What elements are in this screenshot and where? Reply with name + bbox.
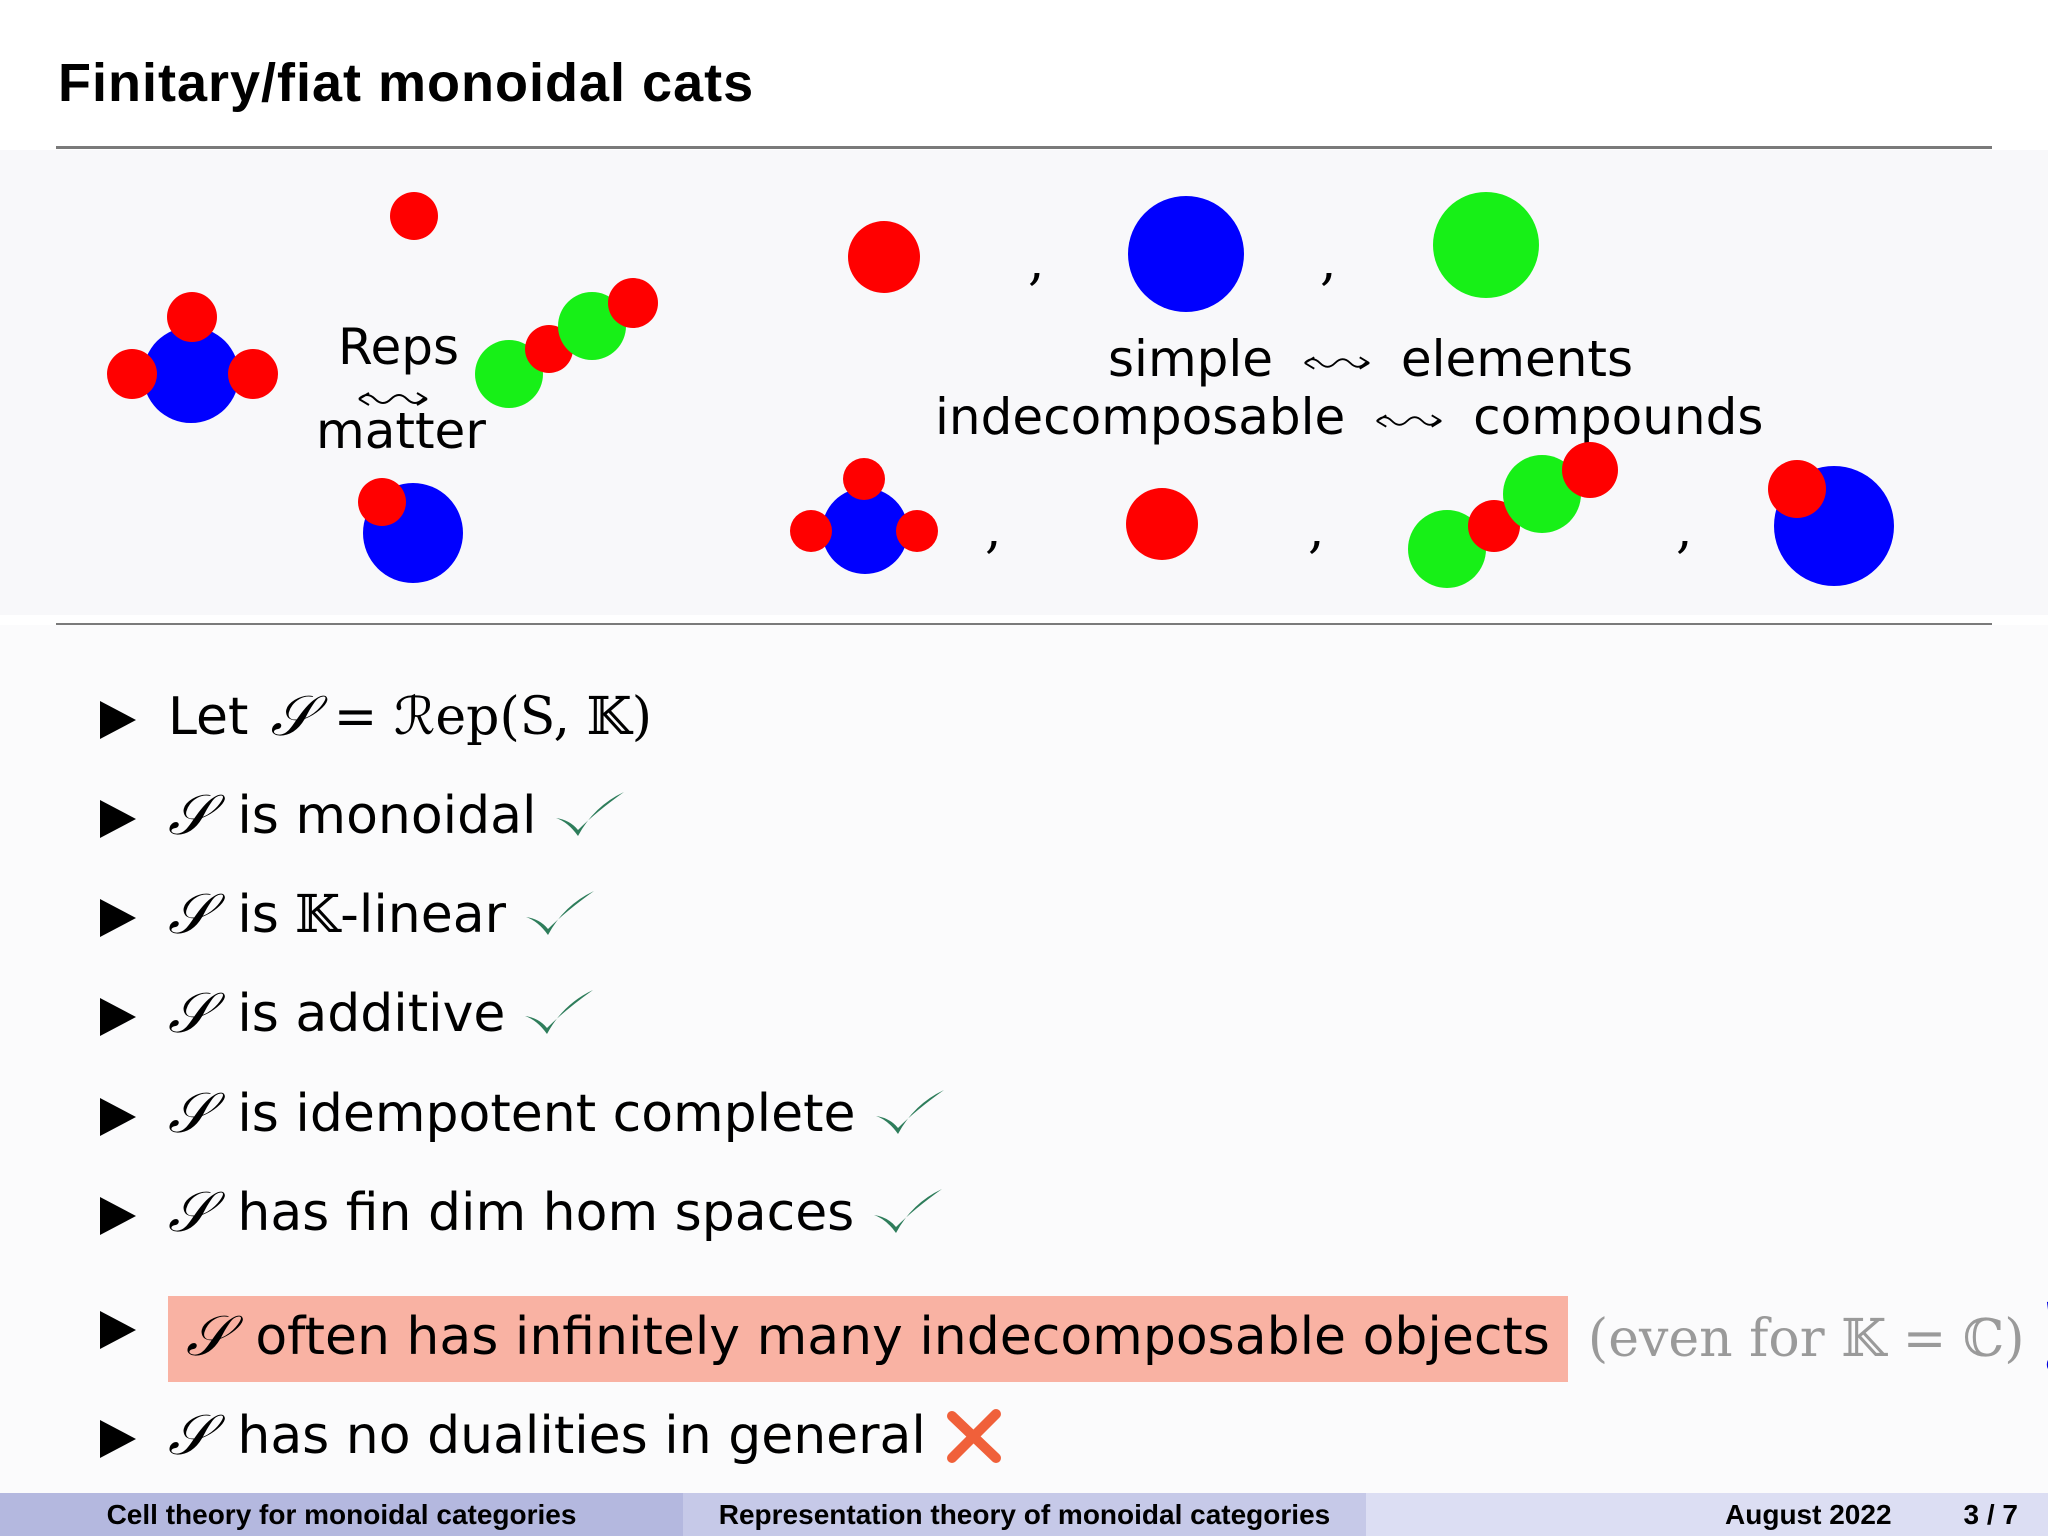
category-symbol: 𝒮 <box>168 882 212 947</box>
squiggle-arrow-icon <box>1376 414 1442 427</box>
category-symbol: 𝒮 <box>168 1403 212 1468</box>
indecomposable-text: indecomposable <box>935 388 1346 446</box>
matter-label: matter <box>316 402 486 460</box>
bullet-icon <box>100 998 136 1036</box>
category-symbol: 𝒮 <box>168 783 212 848</box>
top-rule <box>56 146 1992 149</box>
red-atom <box>848 221 920 293</box>
red-atom <box>358 478 406 526</box>
check-icon <box>556 792 625 836</box>
bullet-idempotent: 𝒮 is idempotent complete <box>168 1081 946 1147</box>
bullet-hom-spaces: 𝒮 has fin dim hom spaces <box>168 1180 944 1246</box>
category-symbol: 𝒮 <box>270 684 314 749</box>
comma: , <box>1308 500 1325 560</box>
linear-text: -linear <box>340 885 506 945</box>
monoidal-text: is monoidal <box>237 786 537 846</box>
bullet-linear: 𝒮 is 𝕂 -linear <box>168 882 596 948</box>
bullet-icon <box>100 1197 136 1235</box>
footer-left: Cell theory for monoidal categories <box>0 1493 683 1536</box>
rep-formula: = ℛep(S, 𝕂) <box>333 687 653 747</box>
simple-label: simple elements <box>1108 330 1633 388</box>
red-atom <box>1768 460 1826 518</box>
footer-right: August 2022 3 / 7 <box>1366 1493 2048 1536</box>
red-atom <box>107 349 157 399</box>
elements-text: elements <box>1400 330 1634 388</box>
even-for-note: (even for 𝕂 = ℂ) <box>1587 1308 2025 1369</box>
bullet-additive: 𝒮 is additive <box>168 981 595 1047</box>
red-atom <box>390 192 438 240</box>
bottom-rule <box>56 623 1992 626</box>
red-atom <box>790 510 832 552</box>
category-symbol: 𝒮 <box>168 1180 212 1245</box>
cross-icon <box>946 1409 1001 1463</box>
slide-footer: Cell theory for monoidal categories Repr… <box>0 1493 2048 1536</box>
comma: , <box>1320 232 1337 292</box>
let-text: Let <box>168 687 249 747</box>
red-atom <box>843 458 885 500</box>
red-atom <box>608 278 658 328</box>
infinitely-many-text: often has infinitely many indecomposable… <box>255 1306 1550 1367</box>
comma: , <box>1676 500 1693 560</box>
blue-atom <box>1128 196 1244 312</box>
hom-spaces-text: has fin dim hom spaces <box>237 1183 855 1243</box>
bullet-no-dualities: 𝒮 has no dualities in general <box>168 1403 1002 1469</box>
blue-atom <box>143 327 239 423</box>
red-atom <box>896 510 938 552</box>
red-atom <box>167 292 217 342</box>
bullet-monoidal: 𝒮 is monoidal <box>168 783 626 849</box>
bullet-infinitely-many: 𝒮 often has infinitely many indecomposab… <box>168 1282 2048 1395</box>
bullet-icon <box>100 701 136 739</box>
bullet-icon <box>100 800 136 838</box>
page-number: 3 / 7 <box>1963 1498 2018 1530</box>
check-icon <box>875 1090 944 1134</box>
comma: , <box>985 500 1002 560</box>
check-icon <box>525 891 594 935</box>
bullet-let: Let 𝒮 = ℛep(S, 𝕂) <box>168 684 652 750</box>
bullet-icon <box>100 1311 136 1349</box>
red-atom <box>1562 442 1618 498</box>
check-icon <box>874 1189 943 1233</box>
red-atom <box>1126 488 1198 560</box>
bullet-icon <box>100 1420 136 1458</box>
highlight-box: 𝒮 often has infinitely many indecomposab… <box>168 1295 1568 1382</box>
red-atom <box>228 349 278 399</box>
additive-text: is additive <box>237 984 506 1044</box>
footer-date: August 2022 <box>1725 1498 1892 1530</box>
squiggle-arrow-icon <box>358 392 428 406</box>
bullet-icon <box>100 899 136 937</box>
no-dualities-text: has no dualities in general <box>237 1406 926 1466</box>
compounds-text: compounds <box>1473 388 1764 446</box>
green-atom <box>1433 192 1539 298</box>
comma: , <box>1028 232 1045 292</box>
footer-center: Representation theory of monoidal catego… <box>683 1493 1366 1536</box>
is-text: is <box>237 885 279 945</box>
squiggle-arrow-icon <box>1304 356 1370 369</box>
blue-atom <box>822 488 908 574</box>
simple-text: simple <box>1108 330 1274 388</box>
idempotent-text: is idempotent complete <box>237 1084 856 1144</box>
category-symbol: 𝒮 <box>168 981 212 1046</box>
reps-label: Reps <box>338 318 460 376</box>
field-symbol: 𝕂 <box>294 885 341 945</box>
molecule-figure: Reps matter , , simple elements indecomp… <box>0 150 2048 615</box>
indecomposable-label: indecomposable compounds <box>935 388 1763 446</box>
category-symbol: 𝒮 <box>168 1081 212 1146</box>
bullet-icon <box>100 1098 136 1136</box>
category-symbol: 𝒮 <box>186 1303 230 1369</box>
slide-title: Finitary/fiat monoidal cats <box>58 53 755 113</box>
check-icon <box>525 990 594 1034</box>
exclamation-mark: ! <box>2035 1282 2048 1395</box>
